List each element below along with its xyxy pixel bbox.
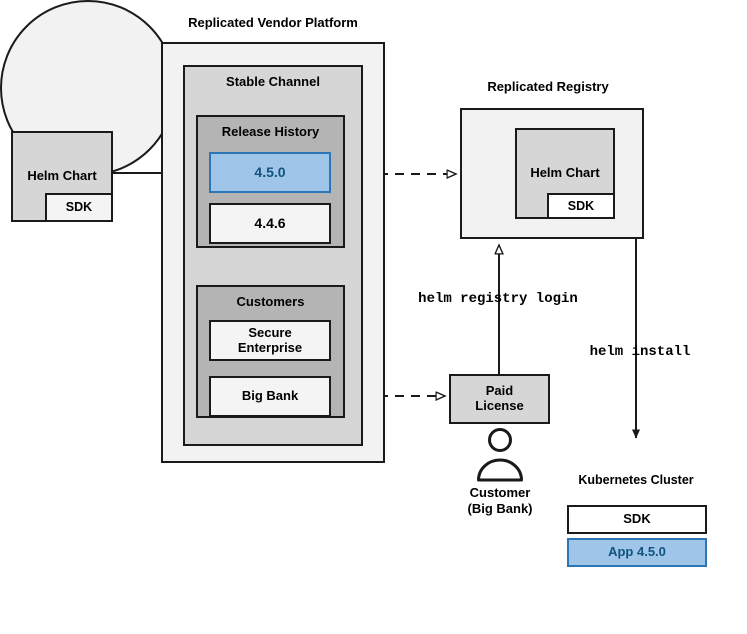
registry-helm-chart-label: Helm Chart xyxy=(530,165,600,181)
registry-title: Replicated Registry xyxy=(487,79,609,94)
source-sdk-label: SDK xyxy=(65,200,93,215)
paid-license-node: Paid License xyxy=(449,374,550,424)
cluster-app-label: App 4.5.0 xyxy=(608,544,666,560)
release-item-4-4-6[interactable]: 4.4.6 xyxy=(209,203,331,244)
vendor-platform-title: Replicated Vendor Platform xyxy=(188,15,358,30)
command-helm-install: helm install xyxy=(589,344,691,360)
stable-channel-title: Stable Channel xyxy=(226,74,320,89)
cluster-app-node: App 4.5.0 xyxy=(567,538,707,567)
kubernetes-cluster-title: Kubernetes Cluster xyxy=(578,473,694,487)
customer-item-secure-enterprise[interactable]: Secure Enterprise xyxy=(209,320,331,361)
customer-item-big-bank[interactable]: Big Bank xyxy=(209,376,331,417)
release-item-4-5-0[interactable]: 4.5.0 xyxy=(209,152,331,193)
customer-name-label: Secure Enterprise xyxy=(237,324,303,355)
registry-sdk-node: SDK xyxy=(547,193,615,219)
release-history-title: Release History xyxy=(221,124,320,139)
release-version-label: 4.5.0 xyxy=(254,164,286,181)
registry-sdk-label: SDK xyxy=(567,198,595,213)
customers-title: Customers xyxy=(236,294,305,309)
source-sdk-node: SDK xyxy=(45,193,113,222)
paid-license-label: Paid License xyxy=(475,383,524,413)
release-version-label: 4.4.6 xyxy=(254,215,286,232)
cluster-sdk-label: SDK xyxy=(623,511,651,527)
customer-person-label: Customer (Big Bank) xyxy=(467,485,533,517)
cluster-sdk-node: SDK xyxy=(567,505,707,534)
command-helm-registry-login: helm registry login xyxy=(418,291,578,307)
source-helm-chart-label: Helm Chart xyxy=(27,168,97,184)
customer-name-label: Big Bank xyxy=(241,388,299,404)
customer-person-icon xyxy=(477,428,523,482)
